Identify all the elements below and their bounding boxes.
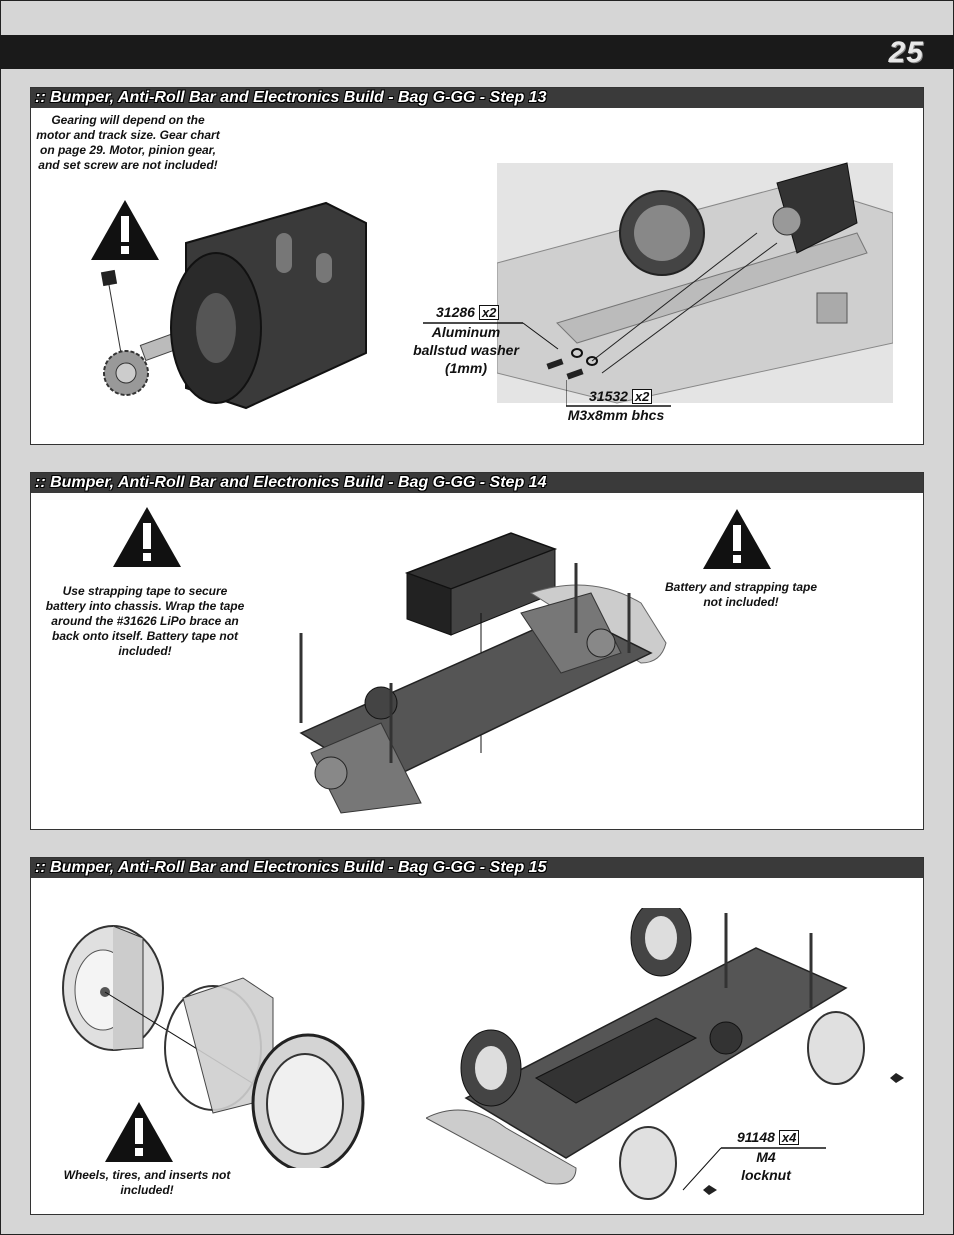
step-15-panel: :: Bumper, Anti-Roll Bar and Electronics… — [30, 857, 924, 1215]
step-14-header: :: Bumper, Anti-Roll Bar and Electronics… — [31, 473, 923, 493]
step-14-note-right: Battery and strapping tape not included! — [664, 580, 818, 609]
step-14-title: :: Bumper, Anti-Roll Bar and Electronics… — [35, 474, 547, 491]
motor-pinion-illustration — [100, 201, 367, 410]
step-15-header: :: Bumper, Anti-Roll Bar and Electronics… — [31, 858, 923, 878]
part-31286-qty: x2 — [478, 305, 500, 320]
part-31532-leader-line — [566, 380, 671, 407]
warning-triangle-icon — [91, 200, 159, 260]
part-91148-name: M4 locknut — [741, 1149, 791, 1183]
step-14-note-left: Use strapping tape to secure battery int… — [45, 584, 245, 658]
step-13-panel: :: Bumper, Anti-Roll Bar and Electronics… — [30, 87, 924, 445]
battery-chassis-illustration — [299, 532, 667, 814]
step-15-title: :: Bumper, Anti-Roll Bar and Electronics… — [35, 859, 547, 876]
step-13-header: :: Bumper, Anti-Roll Bar and Electronics… — [31, 88, 923, 108]
page-header-bar — [0, 35, 954, 69]
finished-chassis-wheels-illustration — [426, 908, 904, 1200]
step-13-note: Gearing will depend on the motor and tra… — [36, 113, 220, 172]
part-91148-qty: x4 — [778, 1130, 800, 1145]
part-31286-name: Aluminum ballstud washer (1mm) — [413, 324, 519, 376]
chassis-motor-install-illustration — [497, 162, 893, 404]
warning-triangle-icon — [113, 507, 181, 567]
step-14-panel: :: Bumper, Anti-Roll Bar and Electronics… — [30, 472, 924, 830]
page-number: 25 — [888, 36, 924, 69]
warning-triangle-icon — [105, 1102, 173, 1162]
wheel-insert-tire-illustration — [62, 925, 365, 1168]
part-31532-qty: x2 — [631, 389, 653, 404]
warning-triangle-icon — [703, 509, 771, 569]
step-15-note: Wheels, tires, and inserts not included! — [63, 1168, 231, 1197]
part-31286-leader-line — [423, 322, 559, 350]
part-31532-name: M3x8mm bhcs — [567, 407, 665, 423]
part-91148-leader-line — [682, 1147, 826, 1191]
step-13-title: :: Bumper, Anti-Roll Bar and Electronics… — [35, 89, 547, 106]
